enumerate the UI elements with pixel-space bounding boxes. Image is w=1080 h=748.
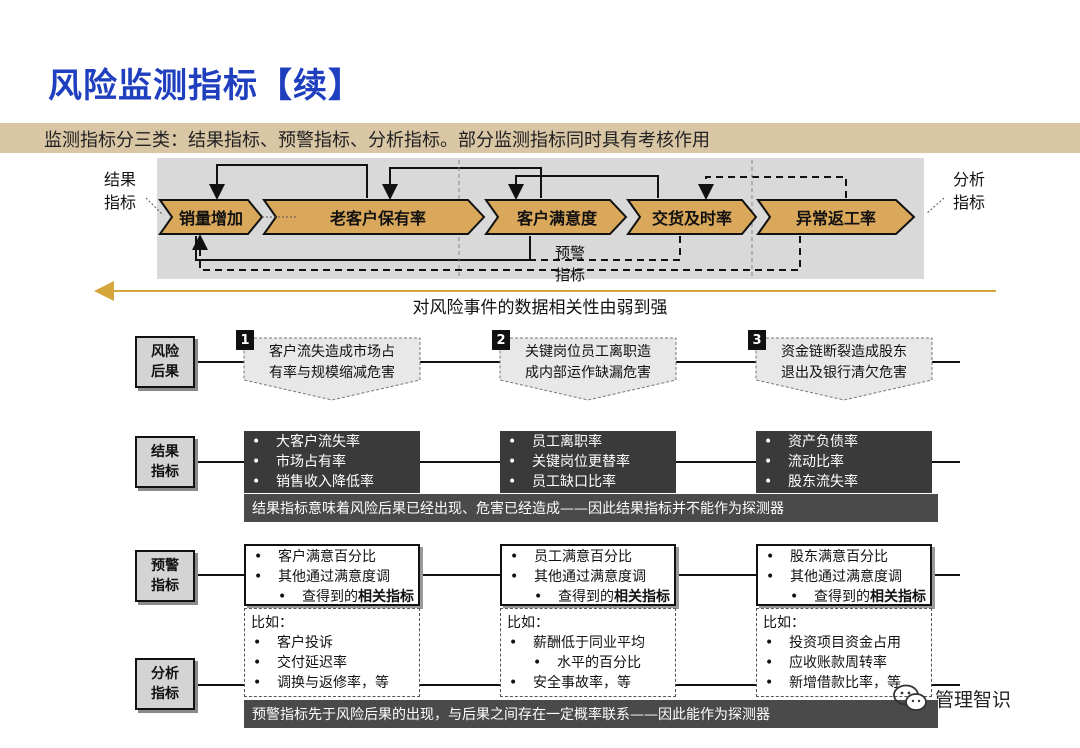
category-label-line: 分析 <box>151 666 179 682</box>
warning-item-bold: 相关指标 <box>870 589 926 605</box>
flow-warning-label-line: 预警 <box>554 244 585 262</box>
flow-warning-label: 预警 指标 <box>540 242 600 286</box>
flow-left-label-line: 结果 <box>103 170 136 189</box>
subtitle-bar <box>0 123 1080 153</box>
category-label-line: 结果 <box>151 444 179 460</box>
flow-step-sales: 销量增加 <box>178 209 243 228</box>
example-label: 比如： <box>507 615 549 631</box>
category-analysis-indicator: 分析 指标 <box>135 658 195 710</box>
warning-indicator-item: 查得到的相关指标 <box>502 587 674 607</box>
flow-step-retention: 老客户保有率 <box>329 209 426 228</box>
consequence-text: 客户流失造成市场占 有率与规模缩减危害 <box>244 342 420 384</box>
analysis-indicator-item: 水平的百分比 <box>501 653 675 673</box>
consequence-line: 退出及银行清欠危害 <box>781 365 907 381</box>
consequence-number-badge: 3 <box>748 330 766 350</box>
warning-indicator-item: 股东满意百分比 <box>758 547 930 567</box>
flow-left-label: 结果 指标 <box>98 168 142 214</box>
warning-indicator-item: 员工满意百分比 <box>502 547 674 567</box>
warning-indicator-item: 其他通过满意度调 <box>246 567 418 587</box>
warning-indicator-item: 查得到的相关指标 <box>758 587 930 607</box>
result-indicator-item: 市场占有率 <box>244 452 420 472</box>
result-indicator-item: 员工离职率 <box>500 432 676 452</box>
analysis-indicator-item: 客户投诉 <box>245 633 419 653</box>
result-indicator-item: 股东流失率 <box>756 472 932 492</box>
flow-right-label-line: 分析 <box>952 170 985 189</box>
result-indicator-item: 关键岗位更替率 <box>500 452 676 472</box>
wechat-icon <box>893 684 927 711</box>
warning-item-text: 查得到的 <box>558 589 614 605</box>
result-indicator-item: 大客户流失率 <box>244 432 420 452</box>
analysis-indicator-item: 应收账款周转率 <box>757 653 931 673</box>
result-indicator-box: 员工离职率 关键岗位更替率 员工缺口比率 <box>500 431 676 493</box>
category-label-line: 预警 <box>151 558 179 574</box>
warning-item-text: 查得到的 <box>814 589 870 605</box>
warning-indicator-item: 其他通过满意度调 <box>758 567 930 587</box>
warning-indicator-box: 客户满意百分比 其他通过满意度调 查得到的相关指标 <box>244 544 420 606</box>
result-indicator-item: 销售收入降低率 <box>244 472 420 492</box>
analysis-indicator-item: 调换与返修率，等 <box>245 673 419 693</box>
flow-diagram-lines <box>94 160 996 301</box>
result-indicator-item: 流动比率 <box>756 452 932 472</box>
direction-text: 对风险事件的数据相关性由弱到强 <box>412 298 668 318</box>
flow-left-label-line: 指标 <box>103 193 136 212</box>
warning-indicator-box: 股东满意百分比 其他通过满意度调 查得到的相关指标 <box>756 544 932 606</box>
flow-step-delivery: 交货及时率 <box>651 209 732 228</box>
category-label-line: 风险 <box>151 344 179 360</box>
warning-item-bold: 相关指标 <box>358 589 414 605</box>
result-indicator-item: 资产负债率 <box>756 432 932 452</box>
result-note: 结果指标意味着风险后果已经出现、危害已经造成——因此结果指标并不能作为探测器 <box>244 494 938 522</box>
warning-note: 预警指标先于风险后果的出现，与后果之间存在一定概率联系——因此能作为探测器 <box>244 700 938 728</box>
subtitle: 监测指标分三类：结果指标、预警指标、分析指标。部分监测指标同时具有考核作用 <box>44 130 710 151</box>
category-label-line: 指标 <box>151 464 179 480</box>
consequence-line: 有率与规模缩减危害 <box>269 365 395 381</box>
consequence-text: 资金链断裂造成股东 退出及银行清欠危害 <box>756 342 932 384</box>
example-label: 比如： <box>251 615 293 631</box>
warning-item-bold: 相关指标 <box>614 589 670 605</box>
category-warning-indicator: 预警 指标 <box>135 550 195 602</box>
flow-warning-label-line: 指标 <box>554 266 585 284</box>
result-indicator-box: 大客户流失率 市场占有率 销售收入降低率 <box>244 431 420 493</box>
category-label-line: 后果 <box>151 364 179 380</box>
flow-right-label: 分析 指标 <box>947 168 991 214</box>
warning-indicator-box: 员工满意百分比 其他通过满意度调 查得到的相关指标 <box>500 544 676 606</box>
watermark: 管理智识 <box>893 684 1011 712</box>
category-label-line: 指标 <box>151 578 179 594</box>
warning-indicator-item: 其他通过满意度调 <box>502 567 674 587</box>
result-indicator-item: 员工缺口比率 <box>500 472 676 492</box>
category-risk-consequence: 风险 后果 <box>135 336 195 388</box>
flow-step-satisfaction: 客户满意度 <box>516 209 597 228</box>
result-indicator-box: 资产负债率 流动比率 股东流失率 <box>756 431 932 493</box>
warning-item-text: 查得到的 <box>302 589 358 605</box>
flow-step-rework: 异常返工率 <box>795 209 876 228</box>
analysis-indicator-item: 薪酬低于同业平均 <box>501 633 675 653</box>
analysis-indicator-box: 比如： 投资项目资金占用 应收账款周转率 新增借款比率，等 <box>756 608 932 697</box>
analysis-indicator-box: 比如： 薪酬低于同业平均 水平的百分比 安全事故率，等 <box>500 608 676 697</box>
consequence-line: 资金链断裂造成股东 <box>781 344 907 360</box>
warning-indicator-item: 客户满意百分比 <box>246 547 418 567</box>
consequence-line: 成内部运作缺漏危害 <box>525 365 651 381</box>
page-title: 风险监测指标【续】 <box>48 66 363 106</box>
consequence-line: 客户流失造成市场占 <box>269 344 395 360</box>
consequence-number-badge: 2 <box>492 330 510 350</box>
watermark-text: 管理智识 <box>935 688 1012 711</box>
analysis-indicator-item: 新增借款比率，等 <box>757 673 931 693</box>
analysis-indicator-item: 交付延迟率 <box>245 653 419 673</box>
flow-right-label-line: 指标 <box>952 193 985 212</box>
consequence-line: 关键岗位员工离职造 <box>525 344 651 360</box>
analysis-indicator-item: 投资项目资金占用 <box>757 633 931 653</box>
category-label-line: 指标 <box>151 686 179 702</box>
analysis-indicator-item: 安全事故率，等 <box>501 673 675 693</box>
consequence-number-badge: 1 <box>236 330 254 350</box>
analysis-indicator-box: 比如： 客户投诉 交付延迟率 调换与返修率，等 <box>244 608 420 697</box>
example-label: 比如： <box>763 615 805 631</box>
warning-indicator-item: 查得到的相关指标 <box>246 587 418 607</box>
consequence-text: 关键岗位员工离职造 成内部运作缺漏危害 <box>500 342 676 384</box>
category-result-indicator: 结果 指标 <box>135 436 195 488</box>
